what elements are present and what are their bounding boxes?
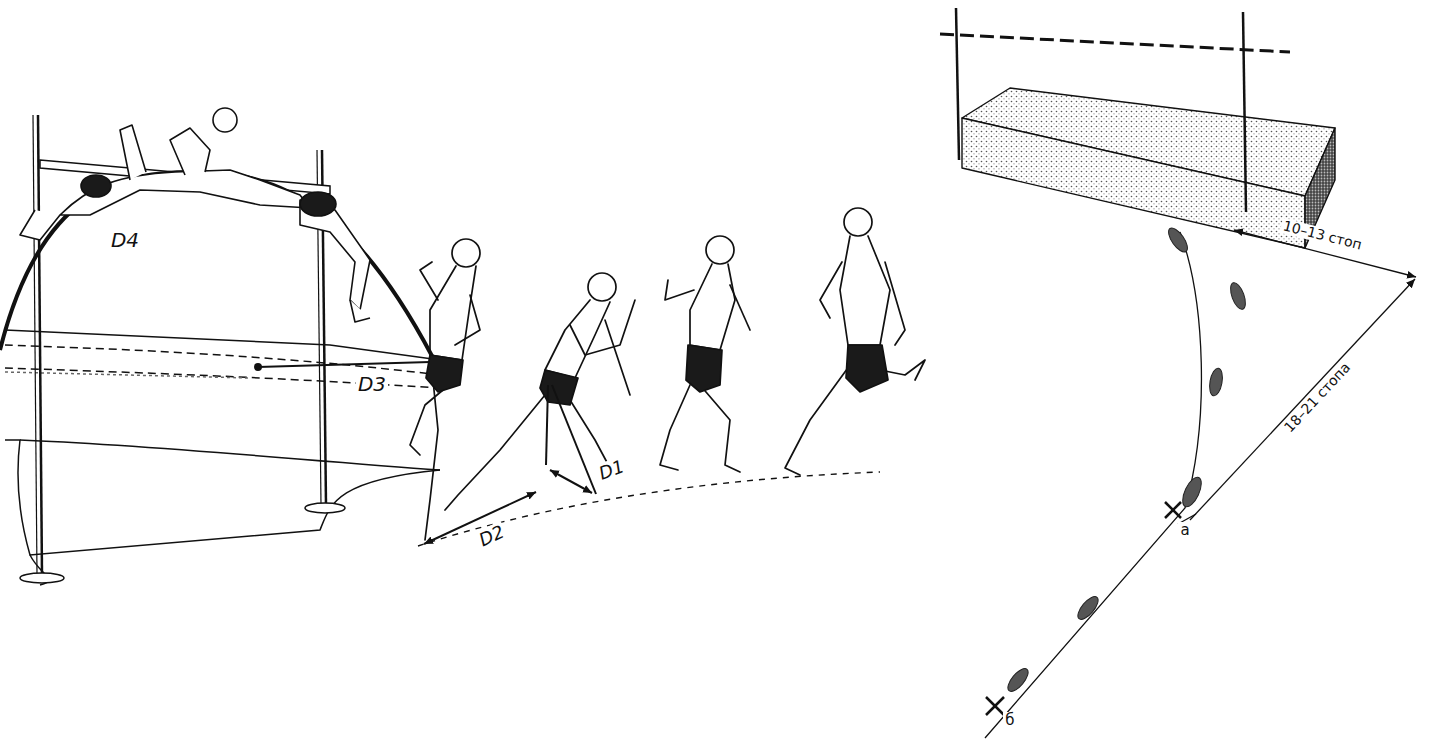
high-jump-standards bbox=[20, 115, 345, 583]
runner-figures bbox=[410, 208, 925, 540]
trajectory-label: D4 bbox=[109, 229, 141, 251]
high-jump-standards-right bbox=[940, 8, 1290, 212]
footprints bbox=[1004, 225, 1248, 694]
point-label: а bbox=[1178, 522, 1191, 539]
angle-label: D1 bbox=[595, 456, 629, 485]
dimension-label: 10–13 стоп bbox=[1279, 218, 1365, 253]
dimension-label: 18–21 стопа bbox=[1281, 359, 1356, 438]
jumper-over-bar bbox=[20, 108, 370, 322]
flight-trajectory bbox=[0, 172, 432, 356]
step-length-label: D2 bbox=[475, 521, 510, 551]
distance-label: D3 bbox=[356, 373, 388, 395]
dimension-lines bbox=[1178, 230, 1416, 524]
landing-mat-right bbox=[962, 88, 1335, 248]
measure-lines bbox=[255, 362, 596, 544]
point-label: б bbox=[1003, 712, 1016, 729]
mark-crosses bbox=[986, 502, 1181, 715]
approach-path bbox=[985, 232, 1201, 738]
landing-mat bbox=[5, 330, 440, 585]
